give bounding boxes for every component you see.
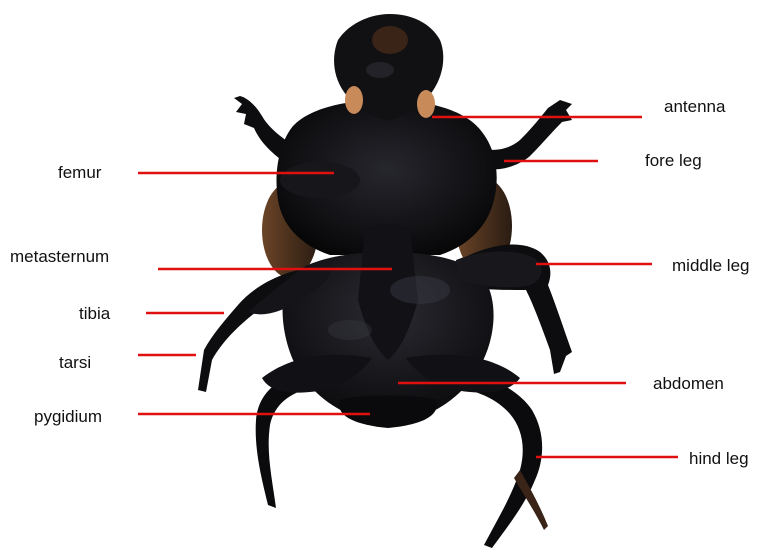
antenna-right-shape [417,90,435,118]
middle-femur-right [456,251,542,287]
label-hind-leg: hind leg [689,449,749,469]
hind-leg-right [460,372,542,548]
label-abdomen: abdomen [653,374,724,394]
antenna-left-shape [345,86,363,114]
label-tarsi: tarsi [59,353,91,373]
label-tibia: tibia [79,304,110,324]
label-femur: femur [58,163,101,183]
label-middle-leg: middle leg [672,256,750,276]
label-metasternum: metasternum [10,247,109,267]
pygidium-shape [339,396,437,429]
label-pygidium: pygidium [34,407,102,427]
highlight-2 [328,320,372,340]
head-hair [372,26,408,54]
femur-shape [280,162,360,198]
label-antenna: antenna [664,97,725,117]
highlight-1 [390,276,450,304]
label-fore-leg: fore leg [645,151,702,171]
highlight-3 [366,62,394,78]
